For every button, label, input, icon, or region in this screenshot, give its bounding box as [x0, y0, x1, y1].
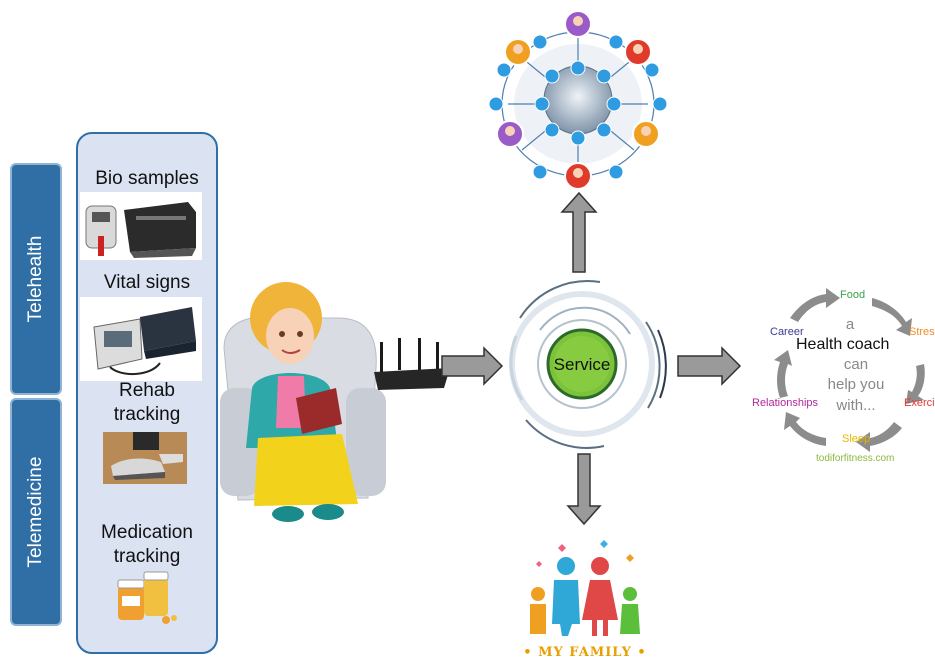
medication-image: [108, 570, 182, 626]
rehab-label-2: tracking: [113, 404, 181, 425]
medication-label-1: Medication: [101, 522, 193, 543]
telemedicine-tab: Telemedicine: [10, 398, 62, 626]
service-label: Service: [554, 355, 611, 374]
vital-signs-label: Vital signs: [103, 272, 191, 293]
coach-can: can: [843, 356, 869, 373]
coach-stress: Stres: [909, 326, 935, 338]
health-coach-cycle: [774, 288, 925, 452]
family-label: • MY FAMILY •: [523, 645, 647, 660]
bio-samples-label: Bio samples: [95, 168, 199, 189]
coach-exercise: Exerci: [904, 397, 935, 409]
router-icon: [372, 338, 452, 392]
elderly-woman-illustration: [218, 278, 388, 526]
coach-title: Health coach: [796, 336, 890, 353]
service-hub: [509, 280, 667, 449]
rehab-image: [103, 432, 187, 484]
family-illustration: • MY FAMILY •: [496, 524, 674, 664]
coach-relationships: Relationships: [752, 397, 819, 409]
vital-signs-image: [80, 297, 202, 381]
coach-sleep: Sleep: [842, 433, 871, 445]
coach-website: todiforfitness.com: [816, 453, 895, 464]
coach-with: with...: [836, 397, 876, 414]
coach-help-you: help you: [827, 376, 885, 393]
medication-label-2: tracking: [113, 546, 181, 567]
coach-a: a: [845, 316, 855, 333]
healthcare-network-illustration: [478, 8, 678, 198]
rehab-label-1: Rehab: [119, 380, 175, 401]
coach-career: Career: [770, 326, 804, 338]
coach-food: Food: [840, 289, 866, 301]
telehealth-tab: Telehealth: [10, 163, 62, 395]
bio-samples-image: [80, 192, 202, 260]
